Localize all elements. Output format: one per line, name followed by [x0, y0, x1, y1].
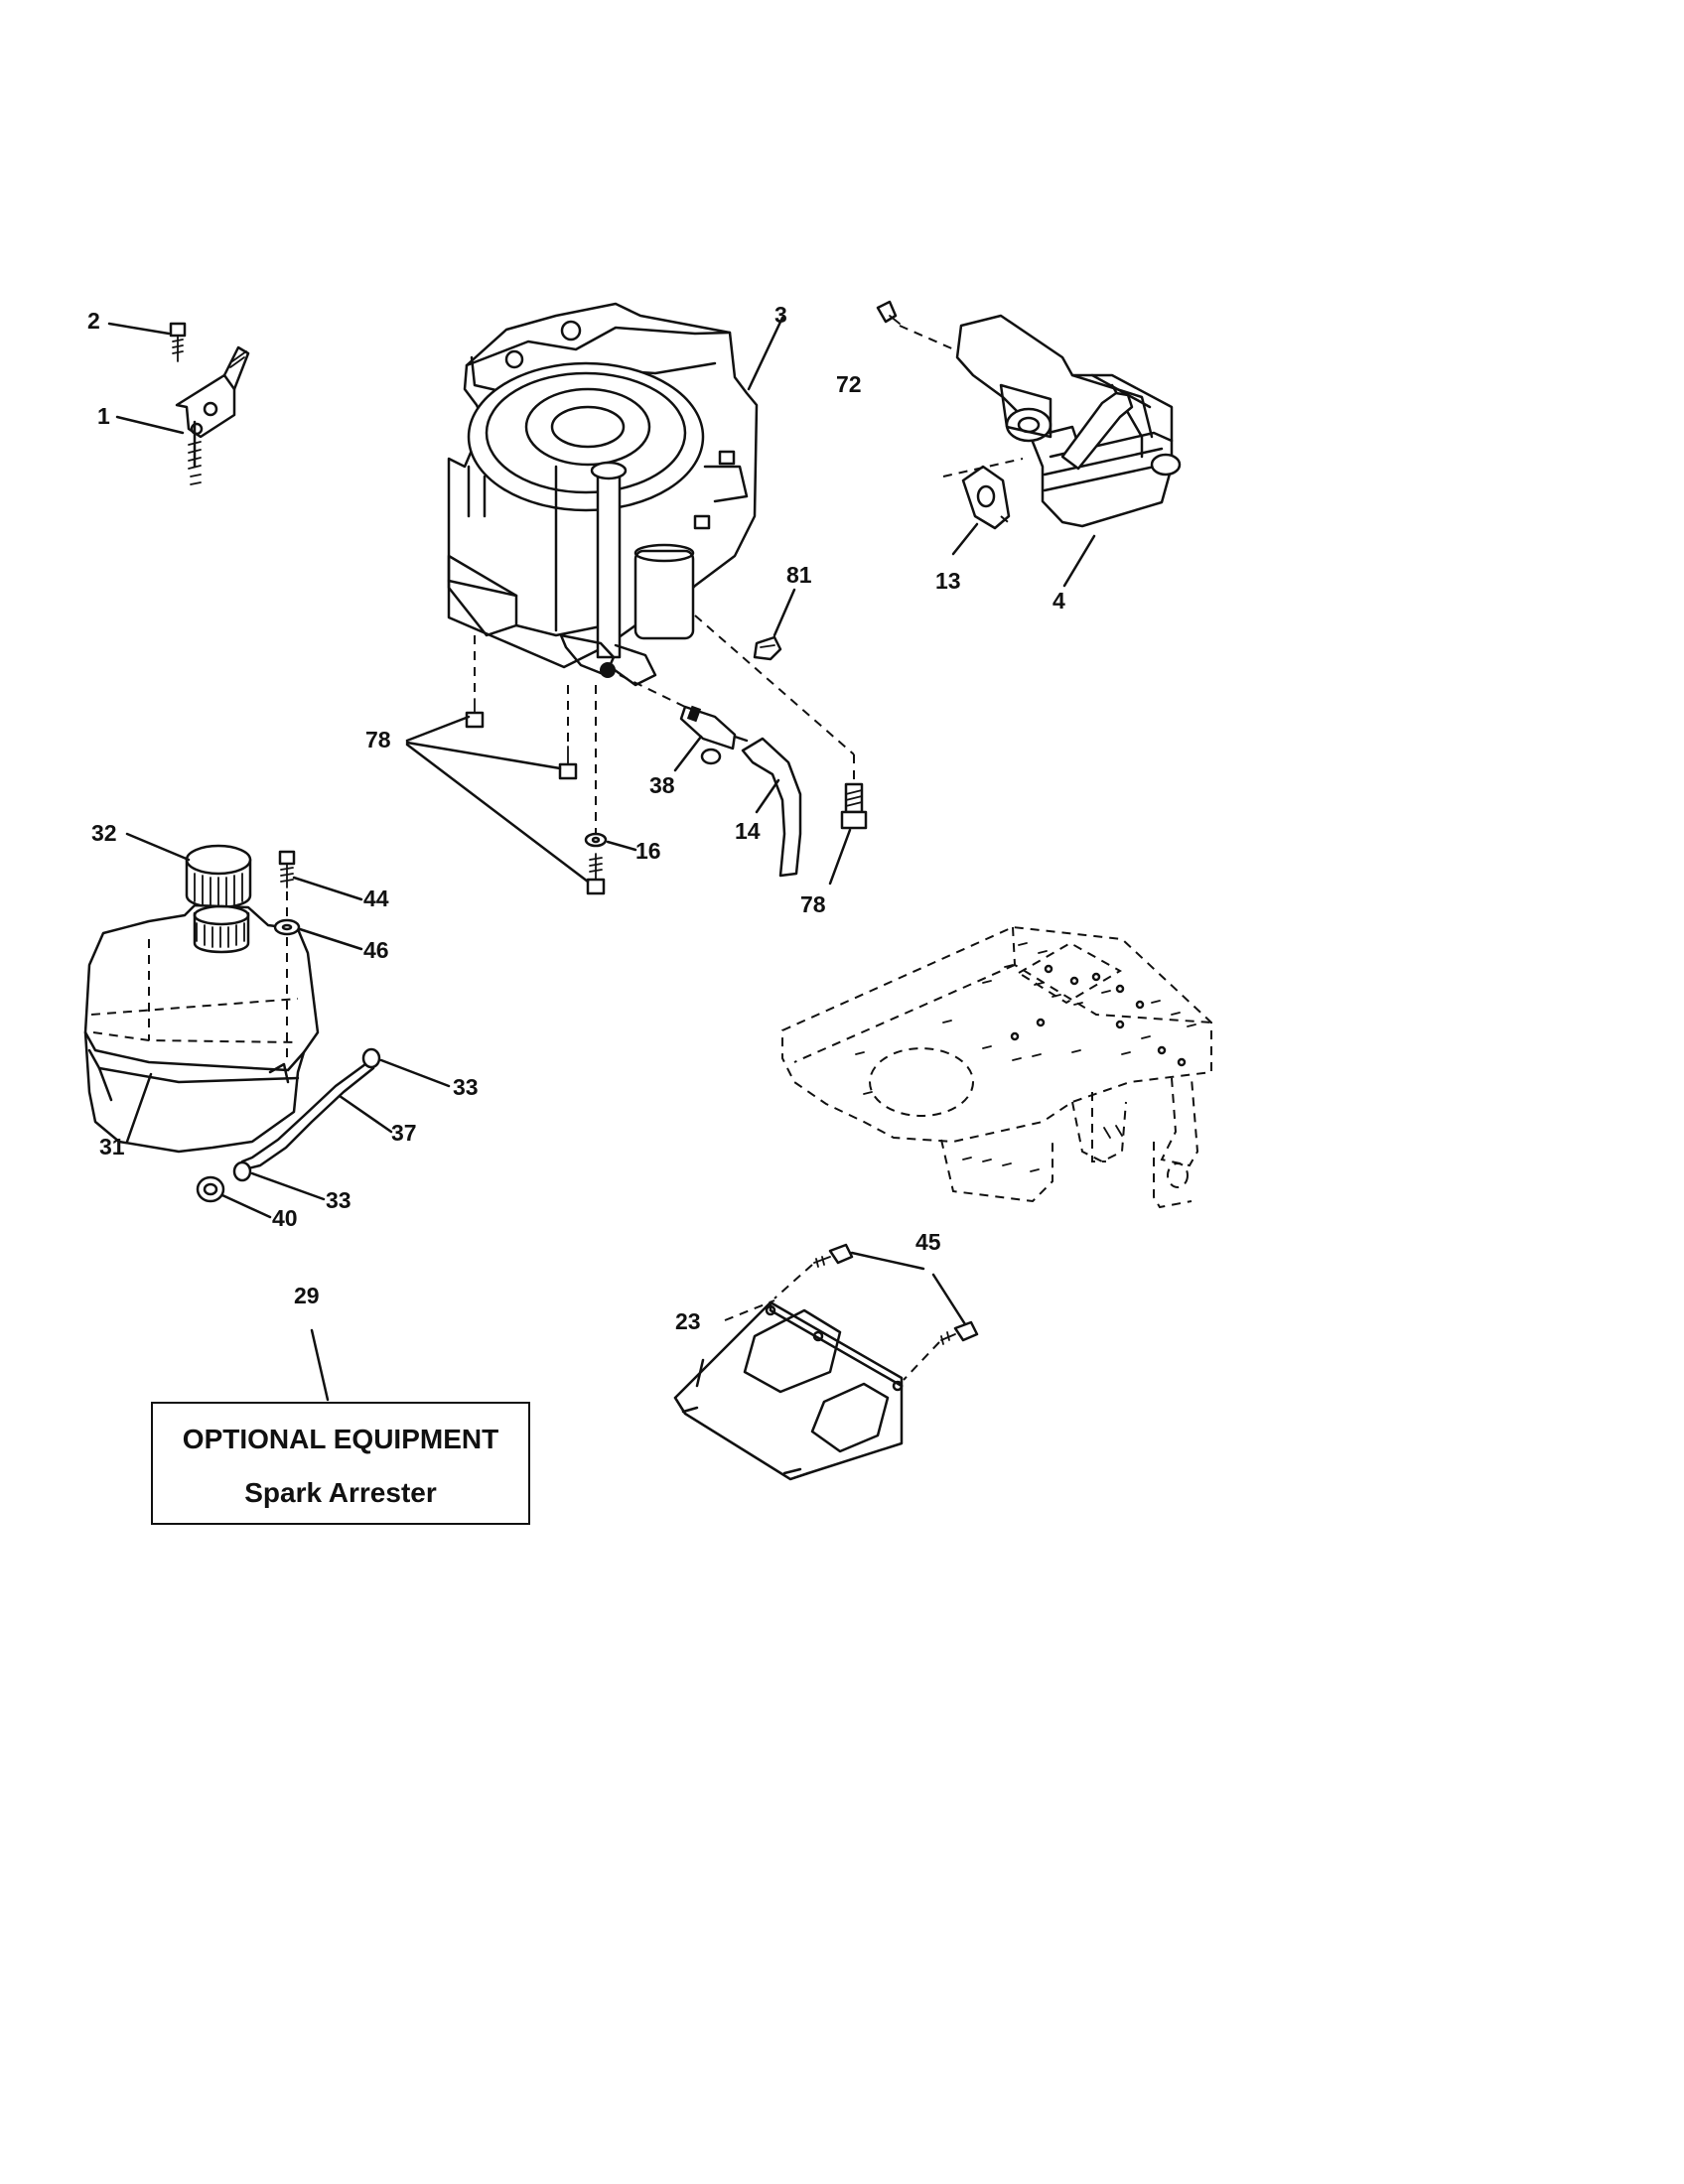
callout-46: 46	[363, 937, 389, 963]
clamp-33-upper	[361, 1047, 381, 1069]
frame-dashed	[781, 925, 1212, 1209]
optional-equipment-box: OPTIONAL EQUIPMENT Spark Arrester	[151, 1402, 530, 1525]
dash-45-b	[903, 1341, 940, 1381]
callout-1: 1	[97, 403, 110, 429]
bolt-78-c	[586, 853, 606, 895]
gasket-13	[961, 465, 1011, 530]
hose-14	[741, 737, 802, 878]
screw-2	[169, 322, 187, 362]
fuel-tank-31	[83, 903, 320, 1154]
leader-45-a	[850, 1251, 925, 1271]
washer-46	[273, 918, 301, 936]
filter-38	[679, 705, 749, 765]
leader-38	[673, 735, 703, 772]
bolt-45-b	[940, 1320, 979, 1345]
dash-23	[724, 1299, 775, 1321]
bolt-45-a	[813, 1243, 854, 1268]
leader-44	[292, 876, 363, 901]
bolt-78-d	[840, 782, 868, 830]
engine	[447, 302, 759, 687]
bolt-78-b	[558, 746, 578, 780]
callout-33-upper: 33	[453, 1074, 479, 1100]
fitting-40	[196, 1175, 225, 1203]
fuel-line-37	[240, 1062, 375, 1171]
leader-29	[310, 1328, 330, 1402]
leader-33b	[250, 1171, 326, 1201]
leader-40	[220, 1193, 272, 1219]
leader-78-d	[828, 828, 852, 886]
callout-23: 23	[675, 1308, 701, 1334]
fuel-cap-32	[185, 844, 252, 909]
callout-45: 45	[915, 1229, 941, 1255]
leader-16	[606, 840, 637, 852]
leader-23	[695, 1358, 705, 1388]
washer-16	[584, 832, 608, 848]
leader-2	[107, 322, 171, 336]
leader-13	[951, 522, 979, 556]
callout-33-lower: 33	[326, 1187, 351, 1213]
leader-14	[755, 778, 780, 814]
muffler	[955, 314, 1182, 528]
clamp-33-lower	[232, 1160, 252, 1182]
leader-37	[338, 1094, 393, 1134]
leader-1	[115, 415, 185, 435]
callout-31: 31	[99, 1134, 125, 1160]
throttle-bracket	[175, 345, 250, 485]
callout-3: 3	[774, 302, 787, 328]
dash-13	[942, 458, 1024, 527]
leader-81	[772, 588, 796, 637]
callout-14: 14	[735, 818, 761, 844]
bolt-78-a	[465, 698, 485, 729]
leader-33a	[379, 1058, 451, 1088]
dash-38	[619, 674, 686, 708]
optional-equipment-subtitle: Spark Arrester	[244, 1477, 437, 1508]
callout-44: 44	[363, 886, 389, 911]
leader-78-b	[405, 741, 562, 770]
leader-78-c	[405, 743, 590, 884]
callout-13: 13	[935, 568, 961, 594]
callout-78-left: 78	[365, 727, 391, 752]
skid-plate-23	[673, 1300, 904, 1481]
bolt-44	[278, 850, 296, 888]
callout-16: 16	[635, 838, 661, 864]
callout-32: 32	[91, 820, 117, 846]
callout-2: 2	[87, 308, 100, 334]
leader-3	[747, 316, 784, 391]
callout-38: 38	[649, 772, 675, 798]
callout-40: 40	[272, 1205, 298, 1231]
leader-31	[125, 1072, 153, 1144]
dash-81	[694, 614, 855, 755]
nut-81	[753, 635, 782, 661]
leader-78-a	[405, 715, 471, 743]
optional-equipment-title: OPTIONAL EQUIPMENT	[182, 1424, 499, 1454]
callout-72: 72	[836, 371, 862, 397]
dash-45-a	[773, 1264, 813, 1299]
callout-4: 4	[1052, 588, 1065, 614]
callout-78-right: 78	[800, 891, 826, 917]
leader-32	[125, 832, 191, 862]
leader-46	[298, 927, 363, 951]
leader-45-b	[931, 1273, 967, 1326]
callout-81: 81	[786, 562, 812, 588]
bolt-72	[876, 300, 901, 325]
callout-37: 37	[391, 1120, 417, 1146]
leader-4	[1062, 534, 1096, 588]
callout-29: 29	[294, 1283, 320, 1308]
